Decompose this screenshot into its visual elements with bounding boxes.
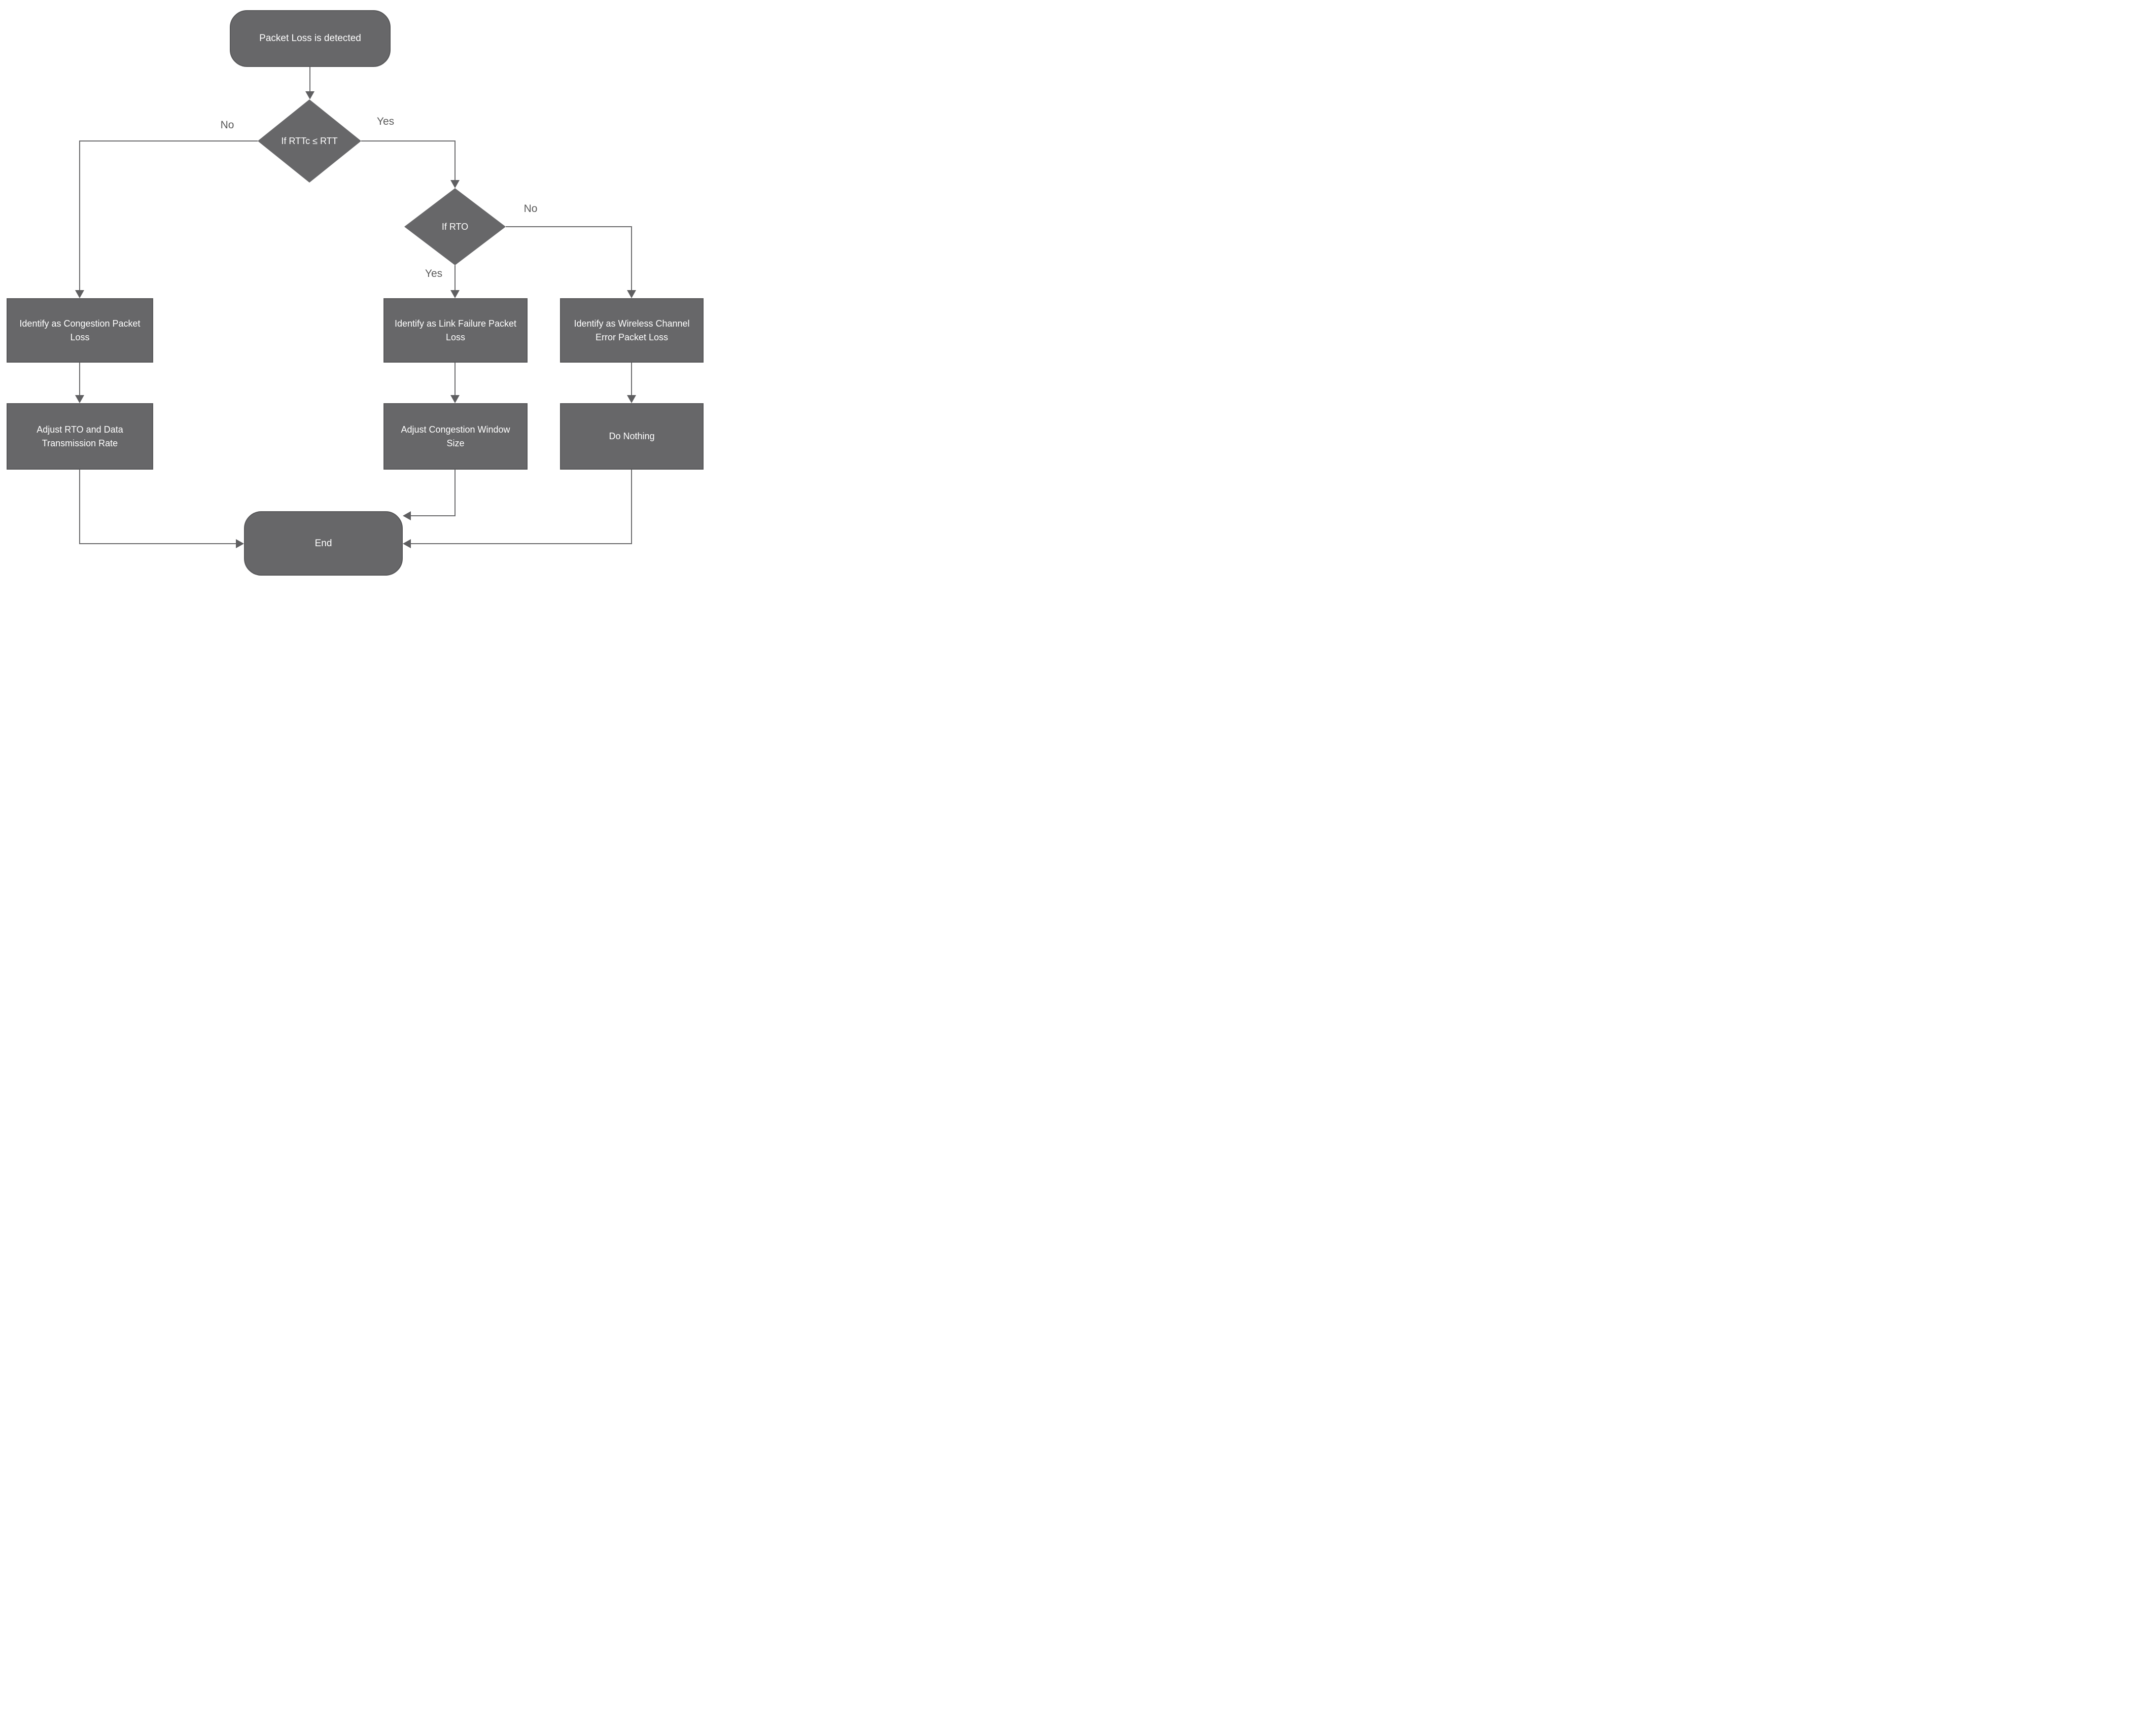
arrowhead-into-link-failure	[450, 290, 460, 298]
connector-adjust-window-down	[454, 470, 456, 516]
connector-rto-no-horizontal	[506, 226, 632, 227]
arrowhead-into-rtt-decision	[305, 91, 314, 99]
arrowhead-into-rto-decision	[450, 180, 460, 188]
node-adjust-rto: Adjust RTO and Data Transmission Rate	[7, 403, 153, 470]
node-do-nothing-label: Do Nothing	[609, 431, 655, 442]
connector-rto-no-vertical	[631, 226, 632, 290]
node-wireless-loss-label: Identify as Wireless Channel Error Packe…	[574, 318, 690, 342]
node-adjust-rto-label: Adjust RTO and Data Transmission Rate	[37, 424, 123, 448]
connector-wireless-to-do-nothing	[631, 363, 632, 395]
connector-start-to-rtt	[309, 67, 310, 91]
edge-label-rto-yes: Yes	[425, 268, 443, 279]
arrowhead-into-congestion-loss	[75, 290, 84, 298]
connector-do-nothing-to-end	[411, 543, 632, 544]
node-decision-rto: If RTO	[404, 188, 506, 265]
connector-rtt-yes-vertical	[454, 140, 456, 180]
connector-rtt-yes-horizontal	[361, 140, 455, 141]
node-adjust-window-label: Adjust Congestion Window Size	[401, 424, 510, 448]
node-decision-rttc: If RTTc ≤ RTT	[258, 99, 361, 183]
arrowhead-into-end-top-right	[403, 511, 411, 520]
flowchart-canvas: No Yes Yes No Packet Loss is detected If…	[0, 0, 711, 579]
connector-adjust-window-to-end	[411, 515, 456, 516]
node-congestion-loss: Identify as Congestion Packet Loss	[7, 298, 153, 363]
arrowhead-into-adjust-rto	[75, 395, 84, 403]
connector-rto-yes-vertical	[454, 265, 456, 290]
connector-rtt-no-vertical	[79, 140, 80, 290]
edge-label-rto-no: No	[523, 203, 538, 215]
node-adjust-window: Adjust Congestion Window Size	[383, 403, 528, 470]
edge-label-rtt-no: No	[220, 119, 234, 131]
connector-rtt-no-horizontal	[80, 140, 258, 141]
arrowhead-into-end-left	[236, 539, 244, 548]
node-link-failure-loss: Identify as Link Failure Packet Loss	[383, 298, 528, 363]
node-decision-rto-label: If RTO	[441, 221, 469, 232]
arrowhead-into-wireless-loss	[627, 290, 636, 298]
arrowhead-into-adjust-window	[450, 395, 460, 403]
connector-do-nothing-down	[631, 470, 632, 544]
connector-link-to-adjust-window	[454, 363, 456, 395]
node-congestion-loss-label: Identify as Congestion Packet Loss	[19, 318, 141, 342]
node-start: Packet Loss is detected	[230, 10, 391, 67]
node-wireless-loss: Identify as Wireless Channel Error Packe…	[560, 298, 704, 363]
node-end: End	[244, 511, 403, 576]
arrowhead-into-do-nothing	[627, 395, 636, 403]
edge-label-rtt-yes: Yes	[376, 116, 395, 127]
connector-congestion-to-adjust-rto	[79, 363, 80, 395]
arrowhead-into-end-right	[403, 539, 411, 548]
connector-adjust-rto-down	[79, 470, 80, 544]
node-decision-rttc-label: If RTTc ≤ RTT	[281, 135, 338, 146]
node-end-label: End	[314, 538, 332, 549]
node-start-label: Packet Loss is detected	[259, 33, 361, 44]
connector-adjust-rto-to-end	[79, 543, 236, 544]
node-link-failure-loss-label: Identify as Link Failure Packet Loss	[394, 318, 517, 342]
node-do-nothing: Do Nothing	[560, 403, 704, 470]
